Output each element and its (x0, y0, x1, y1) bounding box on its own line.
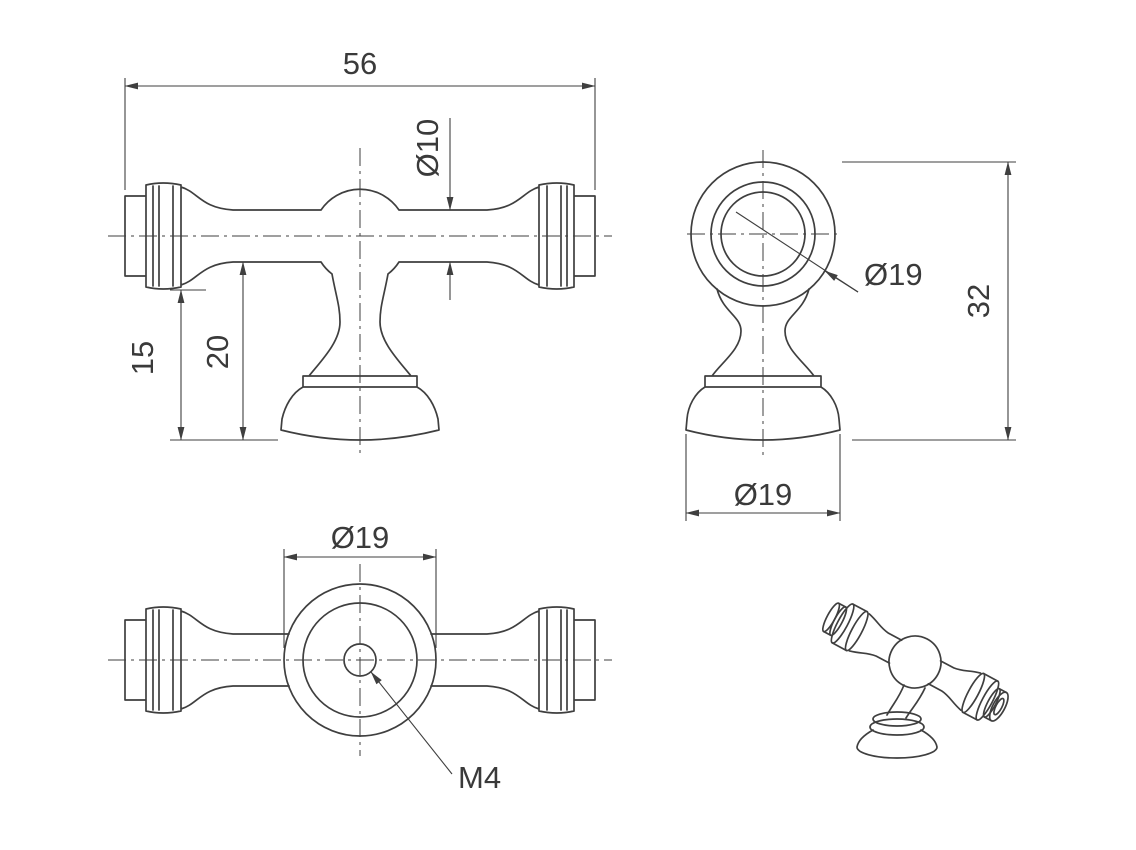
front-view: 56 Ø10 15 20 (108, 46, 612, 456)
isometric-end-ring (829, 606, 848, 637)
isometric-end-face (988, 691, 1009, 722)
isometric-base-outline (856, 729, 938, 759)
top-bar-outline (124, 606, 596, 714)
top-dim-knob-diameter: Ø19 (283, 520, 437, 648)
isometric-end-ring (982, 687, 1001, 718)
leader-arrow (824, 270, 859, 293)
isometric-view (821, 602, 1009, 759)
isometric-bead-ring (975, 680, 1000, 721)
top-thread-hole-circle (343, 643, 377, 677)
dim-base-height-label: 15 (125, 341, 160, 375)
leader-arrow (370, 671, 453, 775)
isometric-base (856, 684, 938, 759)
dim-knob-diameter-label: Ø19 (331, 520, 390, 555)
top-view: Ø19 M4 (108, 520, 612, 795)
front-dim-shaft-diameter: Ø10 (410, 118, 454, 300)
dim-head-diameter-label: Ø19 (864, 257, 923, 292)
side-head-inner-circle (720, 191, 806, 277)
top-dim-thread: M4 (370, 671, 501, 795)
side-view: Ø19 32 Ø19 (685, 150, 1016, 521)
side-head-middle-circle (710, 181, 816, 287)
isometric-bead-ring (961, 672, 986, 714)
isometric-end-face-inner (993, 697, 1005, 716)
isometric-collar-ring (872, 711, 922, 727)
dim-stem-height-label: 20 (200, 335, 235, 369)
front-dim-stem-height: 20 (200, 261, 256, 441)
front-dim-width: 56 (124, 46, 596, 190)
side-dim-overall-height: 32 (842, 161, 1016, 441)
dim-shaft-diameter-label: Ø10 (410, 119, 445, 178)
isometric-bead-ring (830, 603, 855, 644)
side-dim-base-diameter: Ø19 (685, 434, 841, 521)
side-head-outer-circle (690, 161, 836, 307)
dim-overall-height-label: 32 (961, 284, 996, 318)
side-body-outline (685, 288, 841, 441)
top-knob-outer-circle (283, 583, 437, 737)
dim-width-label: 56 (343, 46, 377, 81)
top-knob-middle-circle (302, 602, 418, 718)
isometric-ball (888, 635, 942, 689)
dim-base-diameter-label: Ø19 (734, 477, 793, 512)
front-knob-outline (124, 182, 596, 441)
dim-thread-label: M4 (458, 760, 501, 795)
isometric-bead-ring (844, 610, 869, 652)
isometric-bar-outline (822, 602, 1008, 722)
isometric-collar-ring (869, 718, 925, 736)
isometric-bar (821, 602, 1009, 722)
front-dim-base-height: 15 (125, 289, 278, 441)
side-dim-head-diameter: Ø19 (735, 211, 923, 293)
